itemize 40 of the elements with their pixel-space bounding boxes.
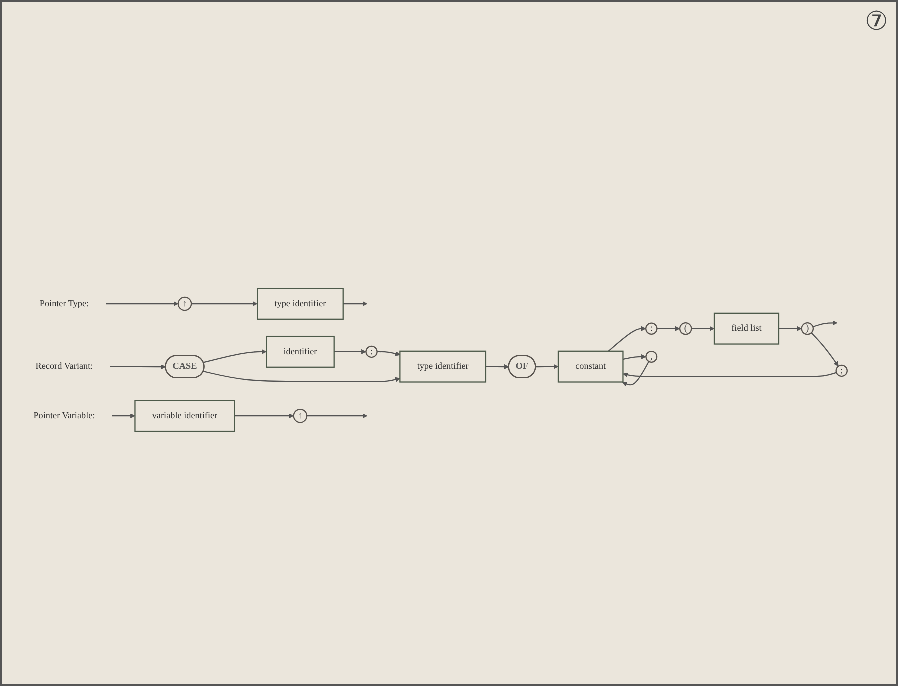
arrow (811, 332, 839, 367)
node-box: type identifier (400, 350, 487, 383)
figure-number: ⑦ (865, 7, 888, 36)
node-circle: ↑ (178, 296, 192, 312)
node-text: Pointer Variable: (34, 410, 96, 421)
arrow (692, 326, 715, 332)
node-box: constant (558, 350, 624, 383)
arrow (657, 326, 680, 332)
node-circle: ) (801, 322, 814, 336)
arrow (106, 301, 179, 306)
arrow (623, 372, 837, 378)
node-text: Record Variant: (36, 362, 94, 372)
node-box: identifier (266, 336, 335, 368)
node-circle: , (646, 350, 658, 363)
node-circle: ; (836, 364, 848, 378)
arrow (203, 370, 400, 382)
arrow (192, 301, 258, 306)
node-text: Pointer Type: (40, 298, 90, 309)
arrow (812, 320, 838, 328)
arrow (622, 361, 650, 386)
node-circle: ↑ (293, 408, 308, 424)
node-circle: : (366, 346, 378, 358)
arrow (779, 326, 802, 332)
arrow (203, 349, 267, 364)
node-box: variable identifier (134, 400, 236, 432)
arrow (536, 364, 559, 370)
node-box: field list (714, 312, 780, 345)
arrow (110, 364, 166, 370)
arrow (307, 414, 368, 419)
arrow (608, 326, 646, 352)
arrow (334, 349, 366, 354)
arrow (343, 301, 368, 306)
arrow (112, 414, 136, 419)
arrow (234, 414, 294, 419)
arrow (486, 364, 510, 370)
node-box: type identifier (257, 288, 344, 320)
arrow (623, 354, 646, 360)
node-circle: : (646, 322, 658, 335)
arrow (377, 351, 400, 356)
node-circle: ( (679, 322, 692, 336)
